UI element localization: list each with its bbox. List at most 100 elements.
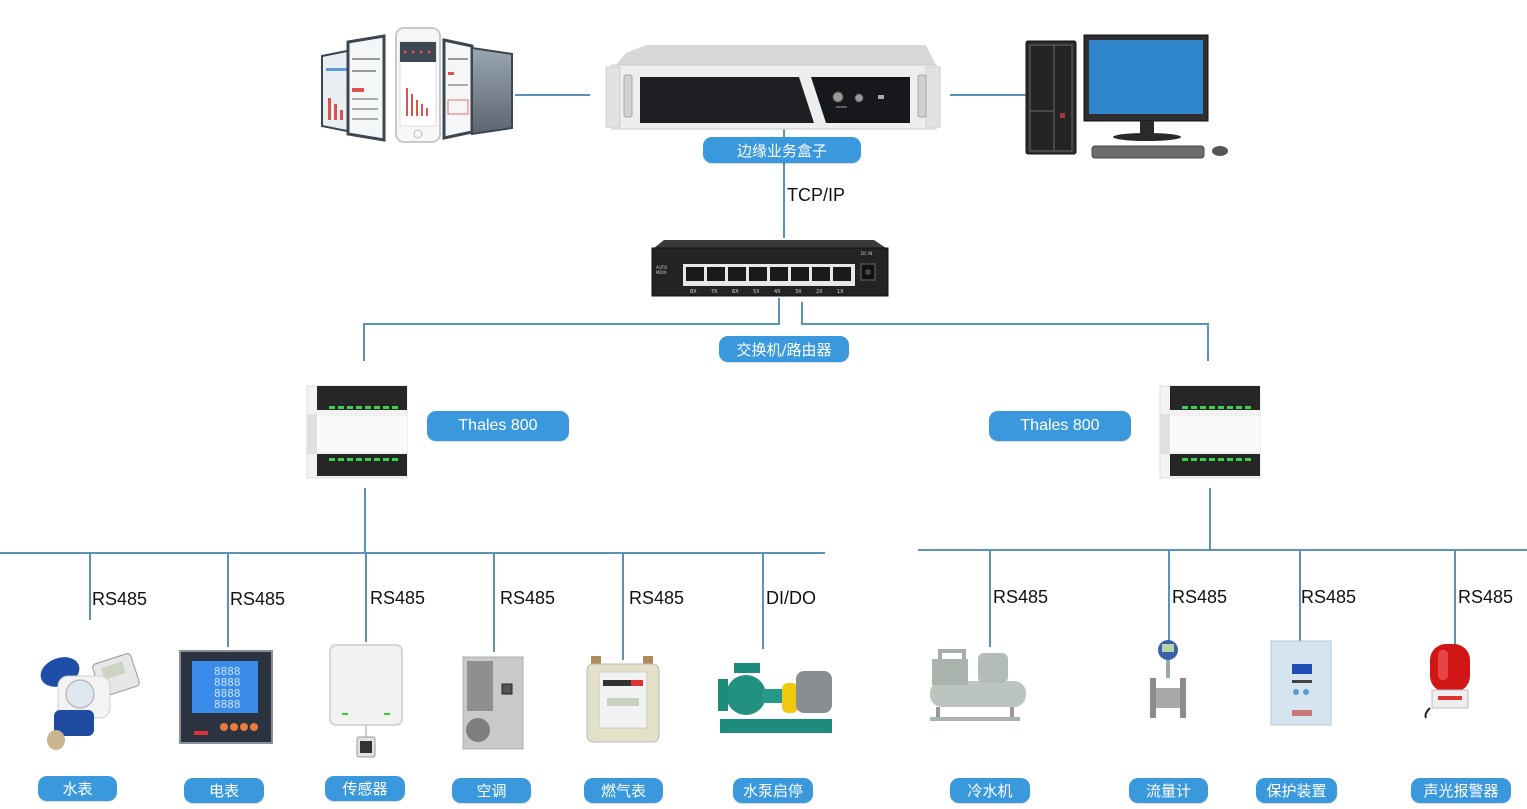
sensor-icon [329, 644, 403, 758]
protocol-label-sensor: RS485 [370, 588, 426, 608]
device-label-gas-meter: 燃气表 [584, 778, 663, 803]
switch-port [686, 267, 704, 281]
terminal-led [1245, 458, 1251, 461]
svg-text:8888: 8888 [214, 676, 241, 689]
thales-800-gateway-left-icon [306, 385, 408, 479]
drop-alarm-light [1454, 549, 1456, 649]
device-label-alarm-light: 声光报警器 [1411, 778, 1511, 803]
terminal-led [329, 406, 335, 409]
drop-water-meter [89, 552, 91, 620]
line-switch-right-h [801, 323, 1209, 325]
drop-sensor [365, 552, 367, 642]
drop-water-pump [762, 552, 764, 649]
svg-text:DC IN: DC IN [861, 251, 872, 256]
svg-text:8888: 8888 [214, 665, 241, 678]
protection-device-icon [1270, 640, 1332, 726]
terminal-led [347, 458, 353, 461]
terminal-led [356, 458, 362, 461]
switch-port-label: 7X [711, 289, 718, 295]
terminal-led [365, 406, 371, 409]
switch-port-label: 1X [837, 289, 844, 295]
tcpip-label: TCP/IP [787, 185, 846, 205]
device-label-protection-device: 保护装置 [1256, 778, 1337, 803]
switch-port [812, 267, 830, 281]
switch-port-label: 8X [690, 289, 697, 295]
terminal-led [1236, 406, 1242, 409]
line-switch-left-drop [778, 298, 780, 324]
drop-gas-meter [622, 552, 624, 660]
water-pump-icon [718, 663, 832, 733]
terminal-led [1227, 406, 1233, 409]
terminal-led [347, 406, 353, 409]
terminal-led [1182, 458, 1188, 461]
terminal-led [329, 458, 335, 461]
edge-box-label: 边缘业务盒子 [703, 137, 861, 163]
terminal-led [1182, 406, 1188, 409]
device-label-flow-meter: 流量计 [1129, 778, 1208, 803]
line-switch-left-h [363, 323, 780, 325]
terminal-led [1245, 406, 1251, 409]
terminal-led [1209, 458, 1215, 461]
terminal-led [392, 406, 398, 409]
desktop-pc-icon [1025, 34, 1228, 159]
flow-meter-icon [1150, 640, 1186, 718]
drop-flow-meter [1168, 549, 1170, 649]
terminal-led [383, 406, 389, 409]
terminal-led [338, 406, 344, 409]
chiller-icon [930, 649, 1026, 721]
drop-power-meter [227, 552, 229, 647]
terminal-led [365, 458, 371, 461]
switch-port [707, 267, 725, 281]
terminal-led [1218, 458, 1224, 461]
gateway-left-label: Thales 800 [427, 411, 569, 441]
thales-800-gateway-right-icon [1159, 385, 1261, 479]
terminal-led [338, 458, 344, 461]
gateway-right-label: Thales 800 [989, 411, 1131, 441]
switch-port-label: 3X [795, 289, 802, 295]
protocol-label-protection-device: RS485 [1301, 587, 1357, 607]
protocol-label-air-conditioner: RS485 [500, 588, 556, 608]
switch-port [749, 267, 767, 281]
device-label-sensor: 传感器 [325, 776, 405, 801]
drop-chiller [989, 549, 991, 647]
svg-text:POWER: POWER [836, 105, 847, 109]
switch-router-label: 交换机/路由器 [719, 336, 849, 362]
switch-port-label: 4X [774, 289, 781, 295]
drop-air-conditioner [493, 552, 495, 652]
line-left-gw-drop [363, 323, 365, 361]
line-switch-right-drop [801, 302, 803, 324]
protocol-label-chiller: RS485 [993, 587, 1049, 607]
switch-port-label: 2X [816, 289, 823, 295]
left-bus [0, 552, 825, 554]
terminal-led [374, 406, 380, 409]
switch-port-label: 5X [753, 289, 760, 295]
switch-port [728, 267, 746, 281]
svg-text:8888: 8888 [214, 687, 241, 700]
device-label-power-meter: 电表 [184, 778, 264, 803]
switch-port [791, 267, 809, 281]
line-server-to-pc [950, 94, 1030, 96]
protocol-label-power-meter: RS485 [230, 589, 286, 609]
line-right-gw-to-bus [1209, 488, 1211, 550]
switch-port [833, 267, 851, 281]
terminal-led [392, 458, 398, 461]
right-bus [918, 549, 1527, 551]
line-right-gw-drop [1207, 323, 1209, 361]
device-label-water-meter: 水表 [38, 776, 117, 801]
terminal-led [1236, 458, 1242, 461]
gateway-body-part [317, 416, 407, 452]
terminal-led [383, 458, 389, 461]
gateway-body-part [1170, 454, 1260, 476]
terminal-led [1227, 458, 1233, 461]
device-label-air-conditioner: 空调 [452, 778, 531, 803]
protocol-label-water-pump: DI/DO [766, 588, 817, 608]
switch-port [770, 267, 788, 281]
air-conditioner-icon [462, 656, 524, 750]
alarm-light-icon [1424, 644, 1470, 719]
terminal-led [1218, 406, 1224, 409]
gas-meter-icon [586, 656, 660, 743]
terminal-led [1191, 406, 1197, 409]
protocol-label-gas-meter: RS485 [629, 588, 685, 608]
